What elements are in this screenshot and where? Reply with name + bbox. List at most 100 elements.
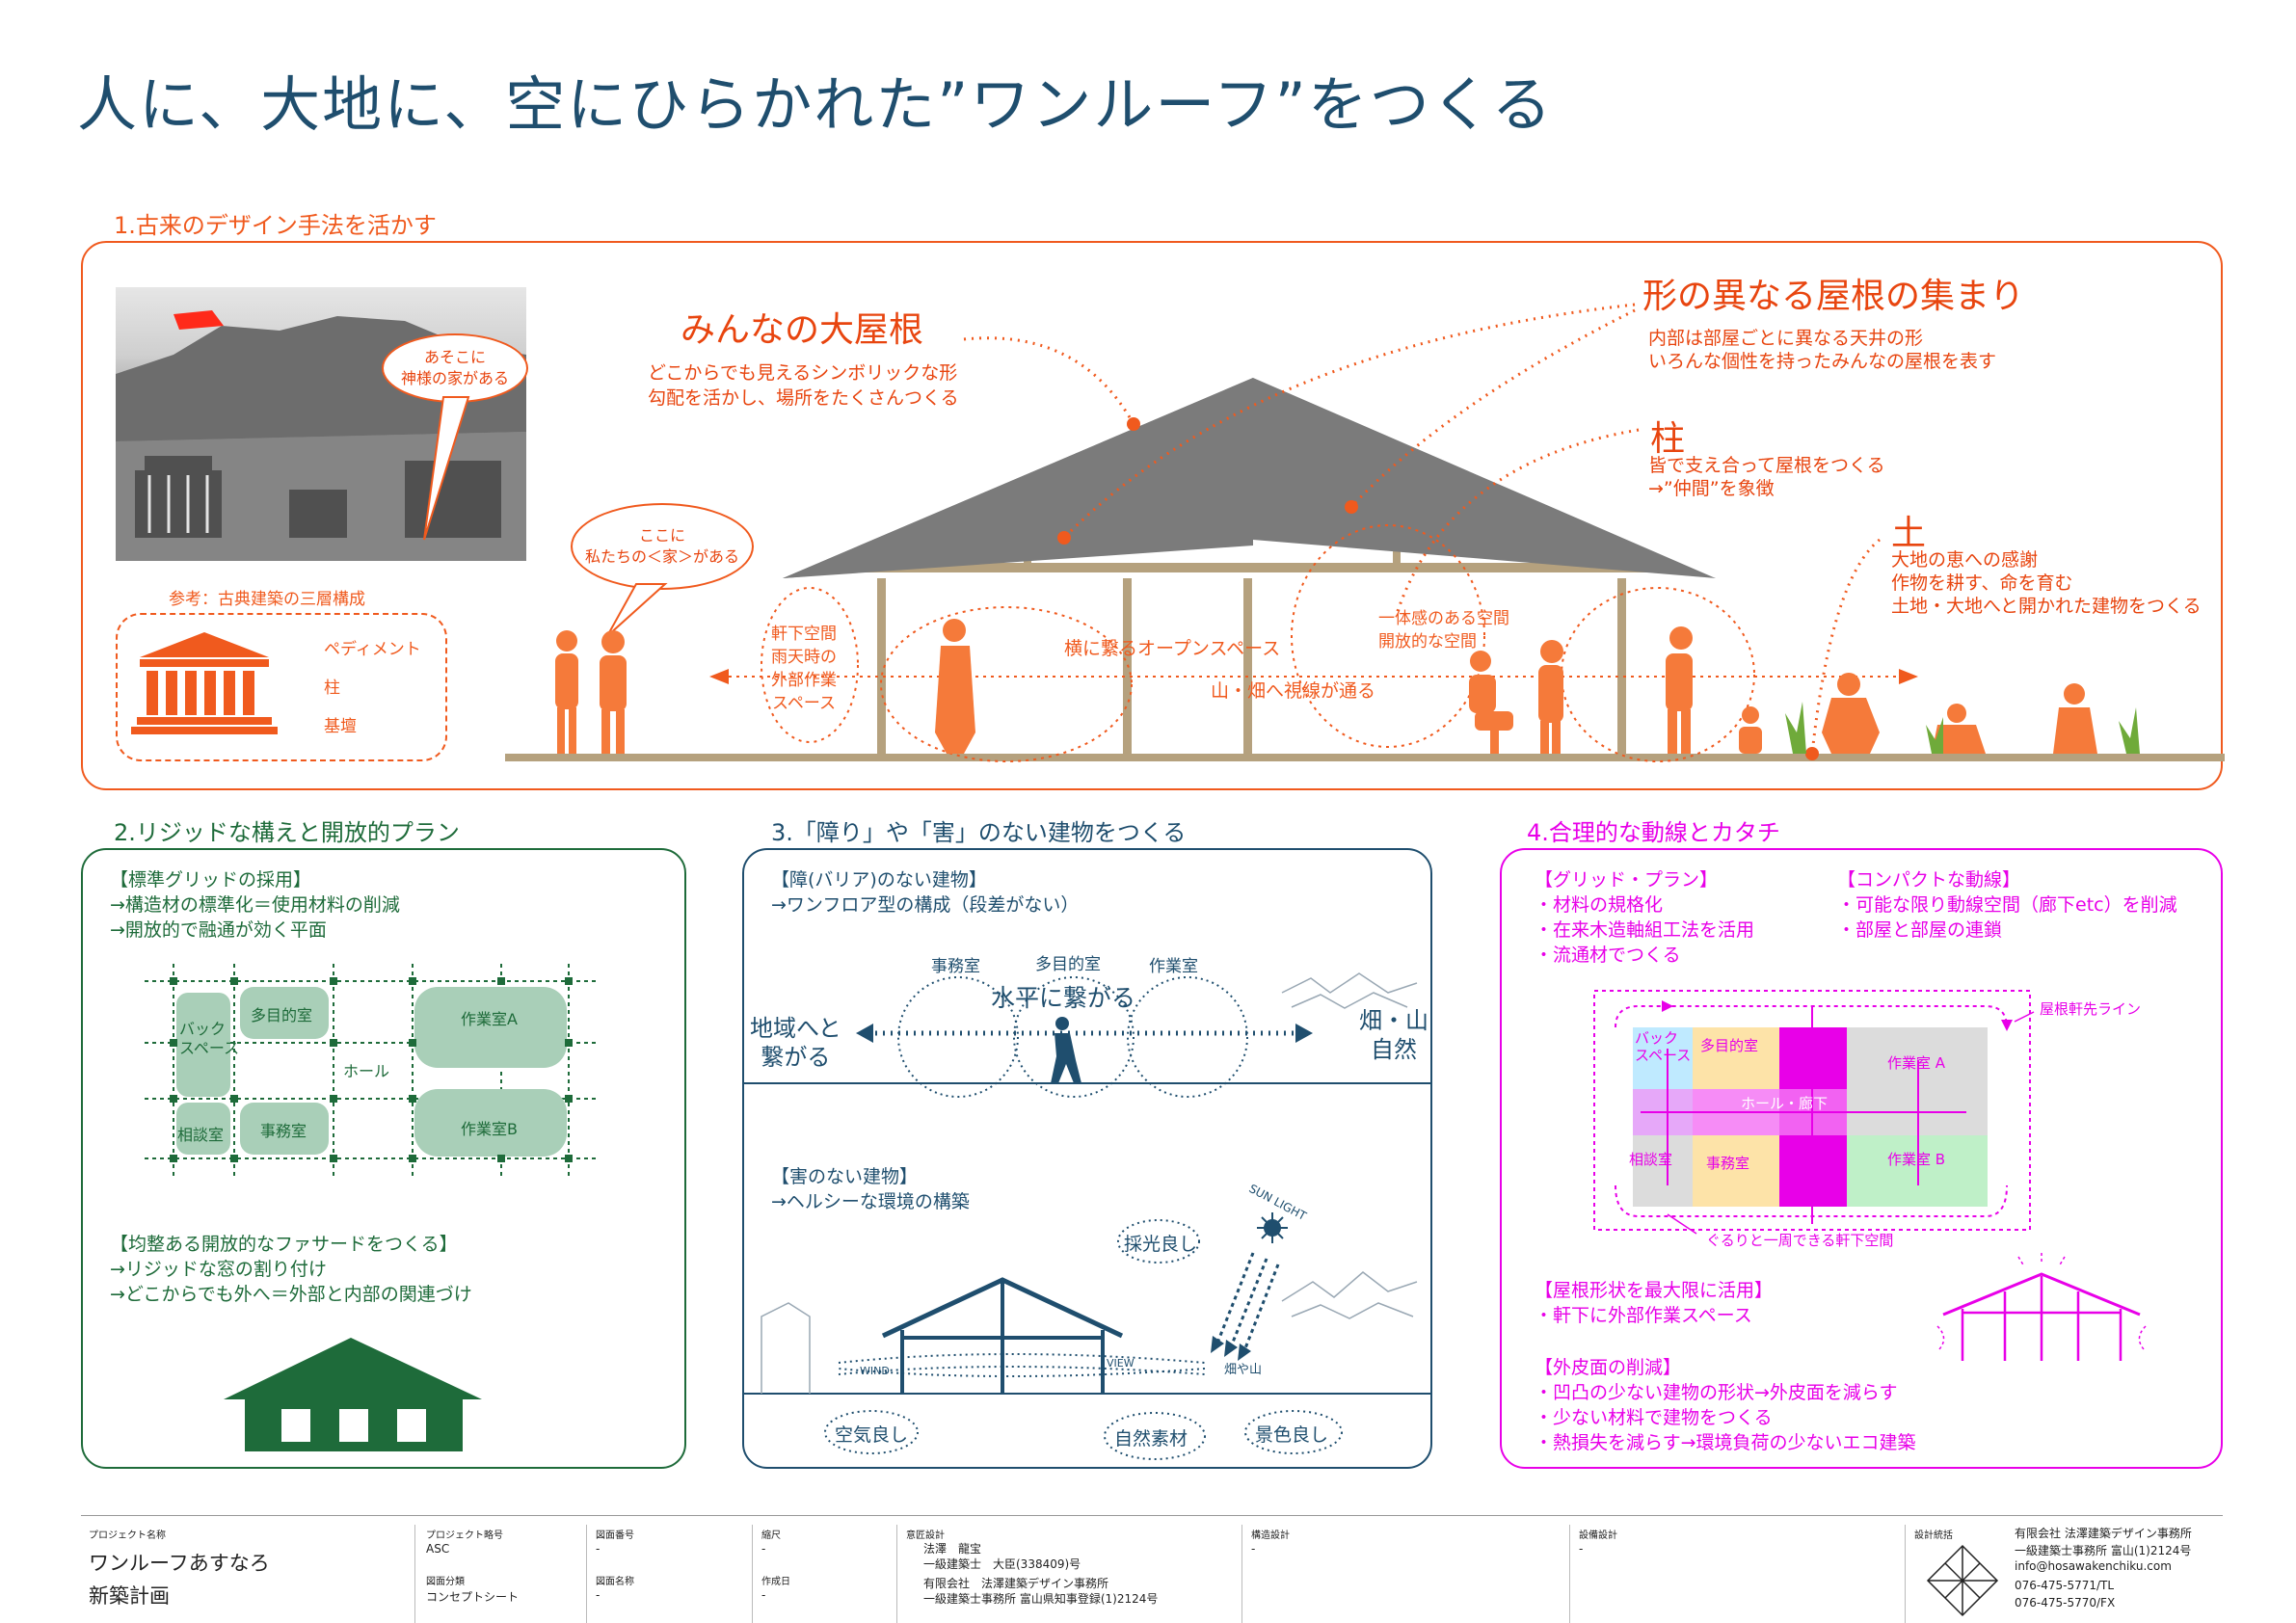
- community-link-label: 地域へと 繋がる: [750, 1015, 841, 1071]
- kami-speech-bubble: あそこに 神様の家がある: [382, 333, 528, 403]
- room4-soudan: 相談室: [1629, 1151, 1673, 1168]
- scale: -: [761, 1542, 766, 1556]
- daylight-label: 採光良し: [1124, 1234, 1198, 1255]
- page-title: 人に、大地に、空にひらかれた”ワンルーフ”をつくる: [77, 69, 1554, 140]
- design-3: 有限会社 法澤建築デザイン事務所: [923, 1577, 1109, 1590]
- section2-heading: 2.リジッドな構えと開放的プラン: [114, 819, 460, 846]
- section2-panel: [81, 848, 686, 1469]
- yane-desc-2: いろんな個性を持ったみんなの屋根を表す: [1648, 351, 1997, 372]
- tsuchi-desc-2: 作物を耕す、命を育む: [1891, 572, 2073, 594]
- footer-divider: [81, 1515, 2223, 1516]
- loop-eaves-label: ぐるりと一周できる軒下空間: [1706, 1232, 1894, 1249]
- natural-material-label: 自然素材: [1114, 1428, 1188, 1450]
- fields-mountains-label: 畑や山: [1224, 1363, 1263, 1377]
- room4-jimu: 事務室: [1706, 1155, 1750, 1172]
- room4-sagyo-a: 作業室 A: [1887, 1054, 1946, 1072]
- room-jimu-3: 事務室: [931, 957, 980, 976]
- roof-shape-heading: 【屋根形状を最大限に活用】: [1535, 1280, 1774, 1301]
- grid-plan-2: ・在来木造軸組工法を活用: [1535, 919, 1755, 941]
- proj-name-2: 新築計画: [89, 1584, 170, 1608]
- oyane-title: みんなの大屋根: [681, 310, 924, 350]
- design-label: 意匠設計: [906, 1530, 945, 1541]
- proj-name-label: プロジェクト名称: [89, 1530, 166, 1541]
- struct: -: [1251, 1542, 1256, 1556]
- view-label: VIEW: [1107, 1357, 1135, 1370]
- compact-1: ・可能な限り動線空間（廊下etc）を削減: [1837, 894, 2177, 916]
- fig-no-label: 図面番号: [596, 1530, 634, 1541]
- open-space-label: 横に繋るオープンスペース: [1064, 638, 1281, 659]
- grid-desc-1: →構造材の標準化＝使用材料の削減: [110, 894, 400, 916]
- room-soudan: 相談室: [177, 1126, 225, 1144]
- fig-no: -: [596, 1542, 601, 1556]
- grid-plan-1: ・材料の規格化: [1535, 894, 1664, 916]
- scale-label: 縮尺: [761, 1530, 781, 1541]
- roof-shape-1: ・軒下に外部作業スペース: [1535, 1305, 1752, 1326]
- room4-sagyo-b: 作業室 B: [1887, 1151, 1946, 1168]
- design-2: 一級建築士 大臣(338409)号: [923, 1557, 1081, 1571]
- harmless-desc: →ヘルシーな環境の構築: [771, 1191, 970, 1212]
- classical-reference-box: [116, 613, 447, 761]
- tsuchi-desc-1: 大地の恵への感謝: [1891, 549, 2039, 571]
- proj-code-label: プロジェクト略号: [426, 1530, 503, 1541]
- envelope-3: ・熱損失を減らす→環境負荷の少ないエコ建築: [1535, 1432, 1916, 1453]
- office-2: 一級建築士事務所 富山(1)2124号: [2015, 1544, 2192, 1557]
- envelope-1: ・凹凸の少ない建物の形状→外皮面を減らす: [1535, 1382, 1898, 1403]
- room4-hall: ホール・廊下: [1741, 1095, 1829, 1112]
- temple-icon: [131, 632, 278, 734]
- section1-heading: 1.古来のデザイン手法を活かす: [114, 212, 437, 239]
- grid-plan-3: ・流通材でつくる: [1535, 945, 1681, 966]
- eaves-line-label: 屋根軒先ライン: [2040, 1000, 2142, 1018]
- facade-desc-1: →リジッドな窓の割り付け: [110, 1259, 327, 1280]
- facade-desc-2: →どこからでも外へ＝外部と内部の関連づけ: [110, 1284, 472, 1305]
- room-sagyo-a: 作業室A: [461, 1010, 518, 1028]
- design-4: 一級建築士事務所 富山県知事登録(1)2124号: [923, 1592, 1159, 1606]
- fig-type: コンセプトシート: [426, 1590, 520, 1604]
- equip: -: [1579, 1542, 1584, 1556]
- base-label: 基壇: [324, 717, 357, 736]
- yane-title: 形の異なる屋根の集まり: [1642, 277, 2025, 316]
- section3-panel: [742, 848, 1432, 1469]
- room-sagyo-b: 作業室B: [461, 1120, 518, 1138]
- fig-name: -: [596, 1588, 601, 1602]
- column-label: 柱: [324, 678, 340, 698]
- facade-heading: 【均整ある開放的なファサードをつくる】: [110, 1234, 458, 1255]
- hashira-desc-1: 皆で支え合って屋根をつくる: [1648, 455, 1885, 476]
- tsuchi-title: 土: [1891, 514, 1927, 553]
- office-1: 有限会社 法澤建築デザイン事務所: [2015, 1527, 2192, 1540]
- section4-panel: [1500, 848, 2223, 1469]
- fig-type-label: 図面分類: [426, 1577, 465, 1587]
- room-tamoku: 多目的室: [251, 1006, 313, 1024]
- room-jimu: 事務室: [260, 1122, 307, 1140]
- grid-plan-heading: 【グリッド・プラン】: [1535, 869, 1719, 891]
- compact-2: ・部屋と部屋の連鎖: [1837, 919, 2003, 941]
- ie-speech-bubble: ここに 私たちの＜家＞がある: [571, 503, 754, 590]
- envelope-heading: 【外皮面の削減】: [1535, 1357, 1682, 1378]
- section4-heading: 4.合理的な動線とカタチ: [1527, 819, 1780, 846]
- date-label: 作成日: [761, 1577, 790, 1587]
- section1-panel: [81, 241, 2223, 790]
- tsuchi-desc-3: 土地・大地へと開かれた建物をつくる: [1891, 596, 2202, 617]
- room-back-space: バック スペース: [179, 1020, 240, 1057]
- section3-heading: 3.「障り」や「害」のない建物をつくる: [771, 819, 1187, 846]
- proj-name-1: ワンルーフあすなろ: [89, 1552, 270, 1575]
- classical-reference-label: 参考：古典建築の三層構成: [169, 590, 365, 609]
- room4-tamoku: 多目的室: [1700, 1037, 1759, 1054]
- hashira-title: 柱: [1650, 419, 1686, 459]
- harmless-heading: 【害のない建物】: [771, 1166, 919, 1187]
- view-through-label: 山・畑へ視線が通る: [1211, 680, 1376, 702]
- nature-label: 畑・山 自然: [1359, 1007, 1428, 1063]
- proj-code: ASC: [426, 1542, 450, 1556]
- room-sagyo-3: 作業室: [1149, 957, 1198, 976]
- barrier-heading: 【障(バリア)のない建物】: [771, 869, 987, 891]
- office-3: info@hosawakenchiku.com: [2015, 1559, 2172, 1573]
- fig-name-label: 図面名称: [596, 1577, 634, 1587]
- pediment-label: ペディメント: [324, 640, 421, 659]
- struct-label: 構造設計: [1251, 1530, 1290, 1541]
- ittai-label: 一体感のある空間 開放的な空間: [1378, 609, 1509, 652]
- office-label: 設計統括: [1914, 1530, 1953, 1541]
- yane-desc-1: 内部は部屋ごとに異なる天井の形: [1648, 328, 1924, 349]
